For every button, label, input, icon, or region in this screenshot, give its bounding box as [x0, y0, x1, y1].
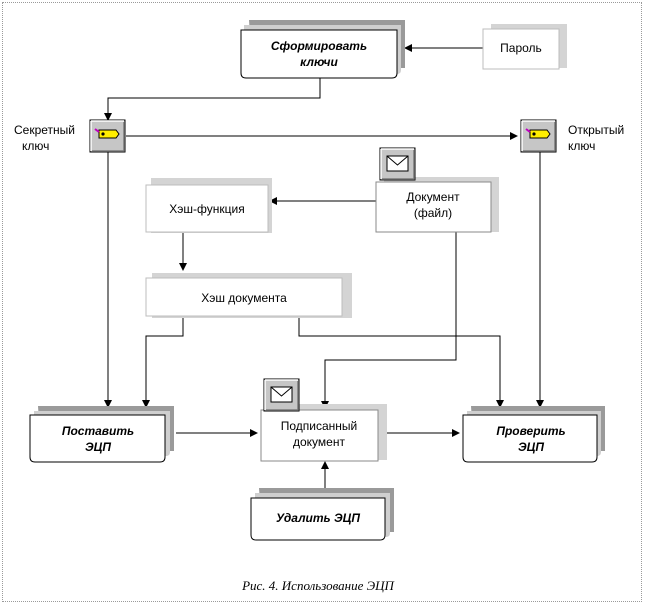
- verify-label-2: ЭЦП: [518, 440, 544, 454]
- public-key-label-2: ключ: [568, 139, 595, 153]
- sign-label-2: ЭЦП: [85, 440, 111, 454]
- document-label-1: Документ: [406, 190, 460, 204]
- public-key-label-1: Открытый: [568, 123, 624, 137]
- document-hash-label: Хэш документа: [201, 291, 287, 305]
- document-node: Документ (файл): [375, 147, 499, 233]
- hash-function-label: Хэш-функция: [169, 202, 244, 216]
- arrow-hash-to-verify: [298, 317, 504, 408]
- secret-key-label-1: Секретный: [14, 123, 75, 137]
- figure-caption: Рис. 4. Использование ЭЦП: [241, 578, 395, 593]
- verify-label-1: Проверить: [496, 424, 565, 438]
- envelope-icon: [379, 147, 416, 181]
- envelope-icon: [263, 378, 300, 412]
- sign-node: Поставить ЭЦП: [29, 406, 174, 463]
- public-key-node: Открытый ключ: [520, 119, 624, 153]
- arrow-generate-to-secret-key: [104, 76, 321, 121]
- generate-keys-label-2: ключи: [300, 55, 338, 69]
- arrow-hash-to-sign: [142, 317, 184, 408]
- signed-document-label-2: документ: [293, 435, 345, 449]
- secret-key-label-2: ключ: [22, 139, 49, 153]
- remove-signature-label: Удалить ЭЦП: [276, 511, 360, 525]
- verify-node: Проверить ЭЦП: [462, 406, 605, 463]
- key-tag-icon: [520, 119, 557, 153]
- connectors: [104, 44, 544, 492]
- password-node: Пароль: [482, 24, 567, 70]
- password-label: Пароль: [500, 41, 542, 55]
- key-tag-icon: [89, 119, 126, 153]
- document-label-2: (файл): [414, 206, 452, 220]
- signed-document-node: Подписанный документ: [260, 378, 387, 462]
- generate-keys-label-1: Сформировать: [271, 39, 367, 53]
- hash-function-node: Хэш-функция: [145, 178, 272, 233]
- document-hash-node: Хэш документа: [145, 273, 352, 318]
- arrow-document-to-signed: [321, 232, 457, 409]
- figure-frame: [2, 2, 642, 602]
- generate-keys-node: Сформировать ключи: [240, 20, 405, 79]
- remove-signature-node: Удалить ЭЦП: [250, 488, 394, 541]
- sign-label-1: Поставить: [62, 424, 134, 438]
- signed-document-label-1: Подписанный: [281, 419, 358, 433]
- secret-key-node: Секретный ключ: [14, 119, 126, 153]
